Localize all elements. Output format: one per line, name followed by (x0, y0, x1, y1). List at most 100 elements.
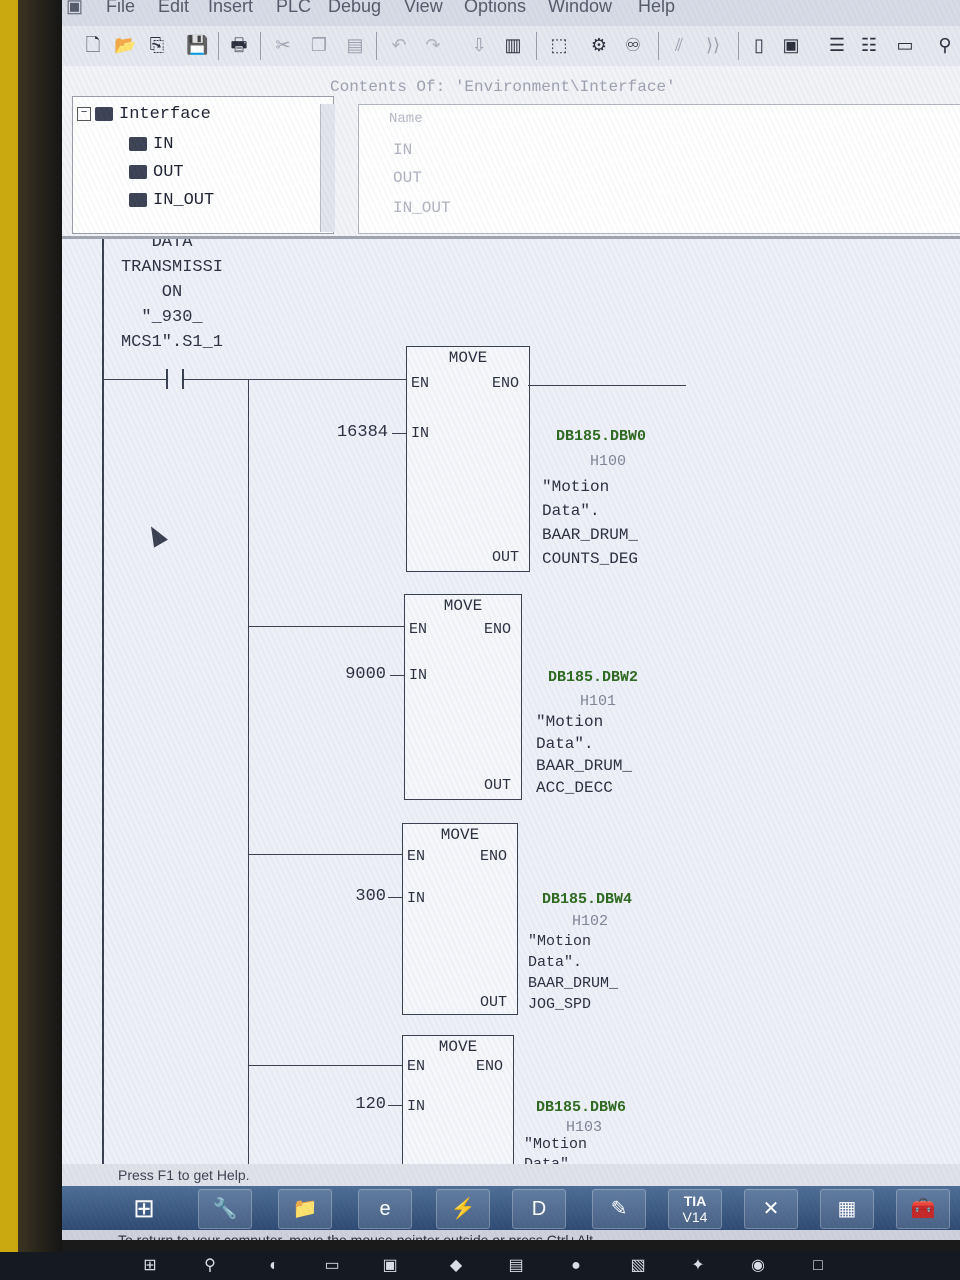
app-icon[interactable]: ▤ (508, 1257, 524, 1274)
app-icon[interactable]: ✦ (691, 1257, 705, 1274)
open-icon[interactable]: 📂 (114, 35, 137, 55)
tree-item-in[interactable]: IN (129, 135, 173, 154)
accessible-nodes-icon[interactable]: ⎘ (149, 35, 165, 55)
app-icon[interactable]: ▣ (382, 1257, 398, 1274)
paste-icon[interactable]: ▤ (346, 35, 364, 55)
app-icon[interactable]: ◉ (751, 1257, 765, 1274)
symbol-line: "Motion (542, 478, 610, 496)
out-address[interactable]: DB185.DBW6 (536, 1099, 627, 1116)
collapse-icon[interactable]: − (77, 106, 91, 121)
redo-icon[interactable]: ↷ (425, 35, 441, 55)
out-symbol[interactable]: "Motion Data". BAAR_DRUM_ COUNTS_DEG (542, 475, 638, 571)
step7-icon[interactable]: ✕ (744, 1189, 798, 1229)
menu-file[interactable]: File (106, 0, 136, 16)
tools-icon[interactable]: 🔧 (198, 1189, 252, 1229)
in-constant[interactable]: 9000 (345, 665, 386, 684)
in-constant[interactable]: 300 (355, 887, 386, 906)
print-icon[interactable]: 🖶 (230, 35, 248, 55)
menu-insert[interactable]: Insert (208, 0, 254, 16)
overview-icon[interactable]: ⫽ (674, 35, 684, 55)
move-block-4[interactable]: MOVE EN ENO IN (402, 1035, 514, 1164)
symbol-line: Data". (542, 502, 600, 520)
tree-root[interactable]: −Interface (77, 105, 211, 124)
pdf-icon[interactable]: D (512, 1189, 566, 1229)
app-icon[interactable]: ◆ (449, 1257, 463, 1274)
simatic-manager-icon[interactable]: ▦ (820, 1189, 874, 1229)
app-icon[interactable]: ▧ (630, 1257, 646, 1274)
app-icon[interactable]: □ (813, 1257, 823, 1274)
tree-item-in-out[interactable]: IN_OUT (129, 191, 214, 210)
copy-icon[interactable]: ❐ (310, 35, 328, 55)
cut-icon[interactable]: ✂ (275, 35, 291, 55)
contact-symbol[interactable] (166, 369, 168, 389)
param-icon (129, 192, 147, 207)
in-constant[interactable]: 120 (355, 1095, 386, 1114)
app-icon[interactable]: ● (571, 1257, 581, 1274)
table-row[interactable]: IN_OUT (393, 199, 451, 217)
compile-icon[interactable]: ⬚ (550, 35, 568, 55)
tree-scrollbar[interactable] (320, 104, 335, 232)
app-icon[interactable]: ◐ (269, 1257, 279, 1274)
table-row[interactable]: OUT (393, 169, 422, 187)
pin-en: EN (411, 375, 430, 392)
download-icon[interactable]: ⇩ (471, 35, 487, 55)
pin-out: OUT (479, 994, 507, 1011)
ladder-editor[interactable]: DATA TRANSMISSI ON "_930_ MCS1".S1_1 MOV… (62, 239, 960, 1164)
folder-icon[interactable]: ▭ (324, 1257, 340, 1274)
list-icon[interactable]: ☷ (860, 35, 878, 55)
symbol-line: Data". (524, 1155, 587, 1164)
search-icon[interactable]: ⚲ (204, 1257, 216, 1274)
table-row[interactable]: IN (393, 141, 413, 159)
monitor-icon[interactable]: ♾ (624, 35, 642, 55)
start-orb-icon[interactable]: ⊞ (133, 1193, 155, 1223)
zoom-icon[interactable]: ⚲ (938, 35, 952, 55)
undo-icon[interactable]: ↶ (391, 35, 407, 55)
save-icon[interactable]: 💾 (186, 35, 209, 55)
toolbar-separator (536, 32, 537, 60)
block-title: MOVE (438, 1038, 478, 1056)
remote-desktop-screen: ▣ File Edit Insert PLC Debug View Option… (62, 0, 960, 1240)
move-block-2[interactable]: MOVE EN ENO IN OUT (404, 594, 522, 800)
column-header-name[interactable]: Name (389, 111, 423, 127)
app-icon[interactable]: ▣ (66, 0, 84, 16)
menu-plc[interactable]: PLC (276, 0, 312, 16)
ladder-icon[interactable]: ▯ (754, 35, 764, 55)
contact-symbol[interactable] (182, 369, 184, 389)
menu-options[interactable]: Options (464, 0, 527, 16)
menu-edit[interactable]: Edit (158, 0, 190, 16)
windows-start-icon[interactable]: ⊞ (143, 1257, 157, 1274)
tree-item-out[interactable]: OUT (129, 163, 184, 182)
menu-debug[interactable]: Debug (328, 0, 382, 16)
online-icon[interactable]: ⚙ (590, 35, 608, 55)
pin-in: IN (407, 890, 426, 907)
pin-eno: ENO (479, 848, 507, 865)
internet-explorer-icon[interactable]: e (358, 1189, 412, 1229)
out-address[interactable]: DB185.DBW4 (542, 891, 633, 908)
rung-line (184, 379, 406, 380)
toolbox-icon[interactable]: 🧰 (896, 1189, 950, 1229)
out-symbol[interactable]: "Motion Data". BAAR_DRUM_ ACC_DECC (536, 711, 632, 799)
out-address[interactable]: DB185.DBW0 (556, 428, 647, 445)
stl-icon[interactable]: ▣ (782, 35, 800, 55)
out-symbol[interactable]: "Motion Data". (524, 1135, 587, 1164)
menu-help[interactable]: Help (638, 0, 676, 16)
app-blue-icon[interactable]: ⚡ (436, 1189, 490, 1229)
contact-label: DATA TRANSMISSI ON "_930_ MCS1".S1_1 (102, 239, 242, 352)
menu-window[interactable]: Window (548, 0, 613, 16)
move-block-1[interactable]: MOVE EN ENO IN OUT (406, 346, 530, 572)
fbd-icon[interactable]: ☰ (828, 35, 846, 55)
out-address[interactable]: DB185.DBW2 (548, 669, 639, 686)
in-constant[interactable]: 16384 (336, 423, 388, 442)
new-icon[interactable]: 🗋 (85, 35, 101, 55)
folder-icon[interactable]: 📁 (278, 1189, 332, 1229)
details-icon[interactable]: ⟩⟩ (705, 35, 721, 55)
rung-line (528, 385, 686, 386)
window-icon[interactable]: ▭ (896, 35, 914, 55)
menu-view[interactable]: View (404, 0, 443, 16)
move-block-3[interactable]: MOVE EN ENO IN OUT (402, 823, 518, 1015)
pin-wire (392, 433, 406, 434)
out-symbol[interactable]: "Motion Data". BAAR_DRUM_ JOG_SPD (528, 931, 618, 1015)
tia-portal-icon[interactable]: TIA V14 (668, 1189, 722, 1229)
upload-icon[interactable]: ▥ (504, 35, 522, 55)
graphic-icon[interactable]: ✎ (592, 1189, 646, 1229)
